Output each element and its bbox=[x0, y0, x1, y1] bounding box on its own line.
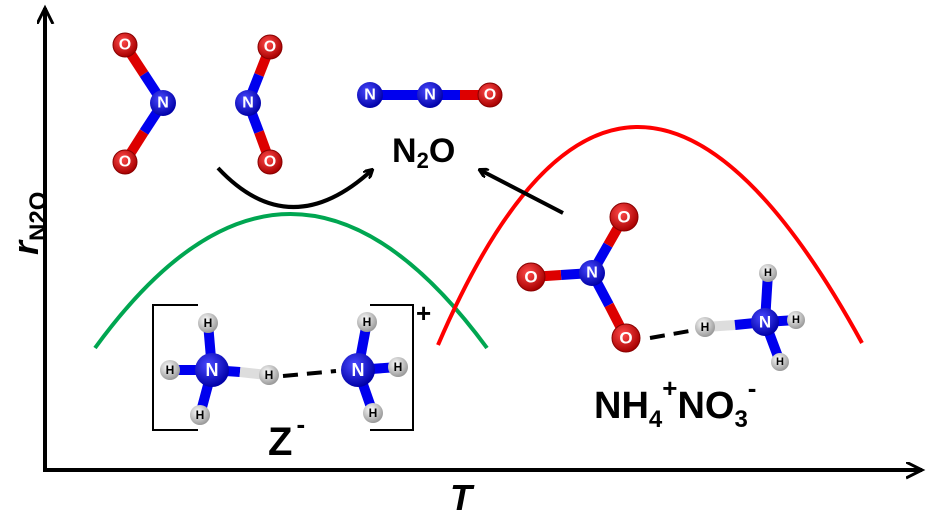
svg-text:O: O bbox=[264, 154, 276, 171]
complex-charge: + bbox=[416, 298, 431, 328]
oxygen-atoms: O O O O O O O O bbox=[112, 32, 641, 353]
curved-arrow bbox=[216, 166, 372, 209]
straight-arrow bbox=[480, 170, 564, 215]
svg-text:H: H bbox=[166, 363, 175, 377]
nitrogen-atoms: N N N N N N N N bbox=[150, 82, 779, 387]
svg-text:O: O bbox=[264, 39, 276, 56]
svg-text:N: N bbox=[586, 265, 598, 282]
svg-text:H: H bbox=[196, 408, 205, 422]
svg-text:H: H bbox=[792, 314, 800, 326]
hydrogen-bonds bbox=[282, 328, 696, 378]
hydrogen-atoms: H H H H H H H H H H H bbox=[160, 264, 805, 425]
svg-text:N: N bbox=[242, 95, 254, 112]
red-curve bbox=[436, 125, 864, 346]
ammonium-nitrate-label: NH4+NO3- bbox=[594, 373, 756, 433]
y-axis-label: rN2O bbox=[5, 192, 52, 255]
svg-text:H: H bbox=[265, 368, 274, 382]
svg-text:N: N bbox=[352, 360, 365, 380]
green-curve bbox=[93, 212, 489, 350]
svg-text:O: O bbox=[484, 87, 496, 104]
svg-text:H: H bbox=[764, 267, 772, 279]
svg-text:H: H bbox=[776, 356, 784, 368]
svg-text:O: O bbox=[119, 37, 131, 54]
svg-text:O: O bbox=[119, 154, 131, 171]
svg-text:H: H bbox=[369, 406, 378, 420]
svg-text:N: N bbox=[759, 313, 771, 332]
right-bracket bbox=[370, 304, 414, 431]
zeolite-label: Z- bbox=[268, 409, 305, 464]
n2o-label: N2O bbox=[392, 132, 455, 173]
x-axis-label: T bbox=[450, 477, 475, 518]
svg-text:O: O bbox=[524, 268, 537, 287]
svg-text:O: O bbox=[617, 208, 630, 227]
svg-text:N: N bbox=[424, 87, 436, 104]
svg-text:H: H bbox=[363, 315, 372, 329]
svg-text:N: N bbox=[157, 95, 169, 112]
svg-text:O: O bbox=[619, 329, 632, 348]
svg-text:N: N bbox=[364, 87, 376, 104]
svg-text:H: H bbox=[204, 316, 213, 330]
svg-text:N: N bbox=[206, 360, 219, 380]
svg-text:H: H bbox=[701, 320, 710, 334]
left-bracket bbox=[152, 304, 198, 431]
svg-text:H: H bbox=[394, 360, 403, 374]
